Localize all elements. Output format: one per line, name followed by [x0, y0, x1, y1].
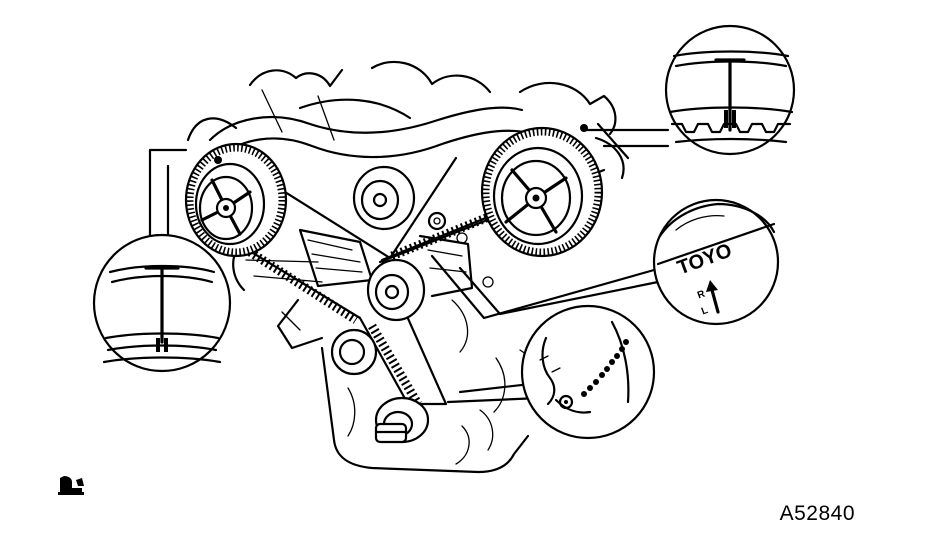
left-camshaft-pulley	[184, 142, 288, 258]
coolant-hose	[208, 106, 526, 162]
figure-code-label: A52840	[779, 502, 855, 525]
upper-idler-pulley	[352, 165, 416, 231]
arrow-letter-r: R	[696, 288, 707, 301]
right-camshaft-pulley	[480, 122, 630, 258]
crankshaft-dotted-mark	[581, 339, 629, 397]
reference-mark-icon	[156, 338, 160, 352]
callout-leader-lines	[148, 128, 670, 404]
engine-block-outline	[186, 60, 617, 474]
crankshaft-pulley	[374, 396, 430, 444]
lower-idler-pulley	[330, 328, 378, 376]
arrow-letter-l: L	[700, 305, 710, 317]
crankshaft-mark-callout	[520, 304, 656, 440]
belt-marking-callout: TOYO R L	[652, 198, 780, 326]
reference-mark-icon	[58, 476, 84, 495]
tensioner-pulley	[366, 258, 426, 322]
belt-direction-arrow-icon	[706, 280, 720, 314]
left-timing-mark-callout	[92, 233, 232, 373]
right-timing-mark-callout	[664, 24, 796, 156]
